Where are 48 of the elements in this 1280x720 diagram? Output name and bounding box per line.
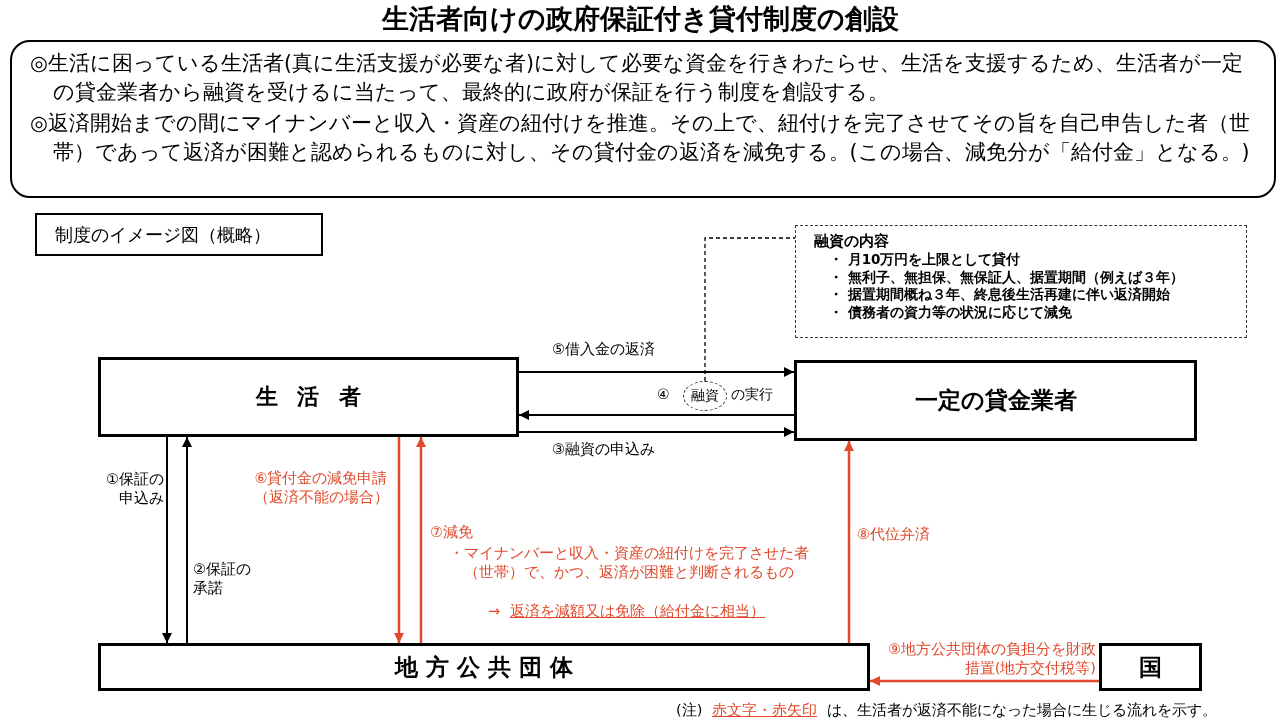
actor-name: 一定の貸金業者 — [914, 386, 1077, 415]
arrow — [518, 427, 795, 437]
circled-word: 融資 — [691, 387, 719, 405]
actor-name: 国 — [1139, 652, 1162, 682]
arrow-symbol: → — [488, 602, 501, 621]
bullet-item: ・ 債務者の資力等の状況に応じて減免 — [828, 303, 1073, 321]
info-heading: 融資の内容 — [814, 232, 890, 251]
condition-note: ・マイナンバーと収入・資産の紐付けを完了させた者（世帯）で、かつ、返済が困難と判断されるもの — [449, 544, 810, 582]
leader-line — [704, 237, 796, 382]
arrow — [518, 410, 795, 420]
edge-label: ⑧代位弁済 — [857, 525, 931, 544]
edge-label: ⑥貸付金の減免申請（返済不能の場合） — [252, 469, 390, 507]
bullet-item: ・ 無利子、無担保、無保証人、据置期間（例えば３年） — [828, 268, 1185, 286]
arrow — [162, 436, 172, 644]
actor-name: 地方公共団体 — [394, 652, 582, 682]
arrow — [416, 437, 426, 643]
summary-paragraph: ◎生活に困っている生活者(真に生活支援が必要な者)に対して必要な資金を行きわたらせ、生活を支援するため、生活者が一定の貸金業者から融資を受けるに当たって、最終的に政府が保証を行う制度を創設する。 — [30, 50, 1244, 106]
edge-label: ⑤借入金の返済 — [552, 340, 656, 359]
arrow — [844, 441, 854, 643]
actor-box — [98, 357, 519, 437]
edge-label: ②保証の承諾 — [193, 560, 252, 598]
note-text: (注) — [676, 701, 703, 720]
note-text: は、生活者が返済不能になった場合に生じる流れを示す。 — [827, 701, 1217, 720]
edge-label: ⑦減免 — [430, 523, 474, 542]
summary-box — [10, 40, 1276, 198]
title: 生活者向けの政府保証付き貸付制度の創設 — [380, 2, 900, 36]
actor-box — [98, 643, 870, 691]
actor-name: 生活者 — [255, 383, 382, 411]
step-label: ④ — [657, 386, 670, 402]
actor-box — [794, 360, 1197, 441]
highlight-ellipse — [683, 381, 727, 411]
arrow — [182, 436, 192, 644]
bullet-item: ・ 月10万円を上限として貸付 — [828, 251, 1022, 269]
info-box — [795, 225, 1247, 338]
result-note: 返済を減額又は免除（給付金に相当） — [510, 602, 765, 621]
caption-text: 制度のイメージ図（概略） — [55, 222, 271, 247]
edge-label: ①保証の申込み — [105, 470, 164, 508]
note-text: 赤文字・赤矢印 — [712, 701, 817, 720]
bullet-item: ・ 据置期間概ね３年、終息後生活再建に伴い返済開始 — [828, 286, 1171, 304]
arrow — [394, 437, 404, 643]
caption-box — [35, 213, 323, 256]
edge-label: ⑨地方公共団体の負担分を財政措置(地方交付税等) — [887, 640, 1096, 678]
step-label: の実行 — [731, 386, 773, 404]
arrow — [870, 676, 1099, 686]
arrow — [518, 367, 795, 377]
summary-paragraph: ◎返済開始までの間にマイナンバーと収入・資産の紐付けを推進。その上で、紐付けを完了させてその旨を自己申告した者（世帯）であって返済が困難と認められるものに対し、その貸付金の返済を減免する。(この場合、減免分が「給付金」となる。) — [30, 110, 1251, 166]
actor-box — [1099, 643, 1202, 691]
edge-label: ③融資の申込み — [552, 440, 656, 459]
